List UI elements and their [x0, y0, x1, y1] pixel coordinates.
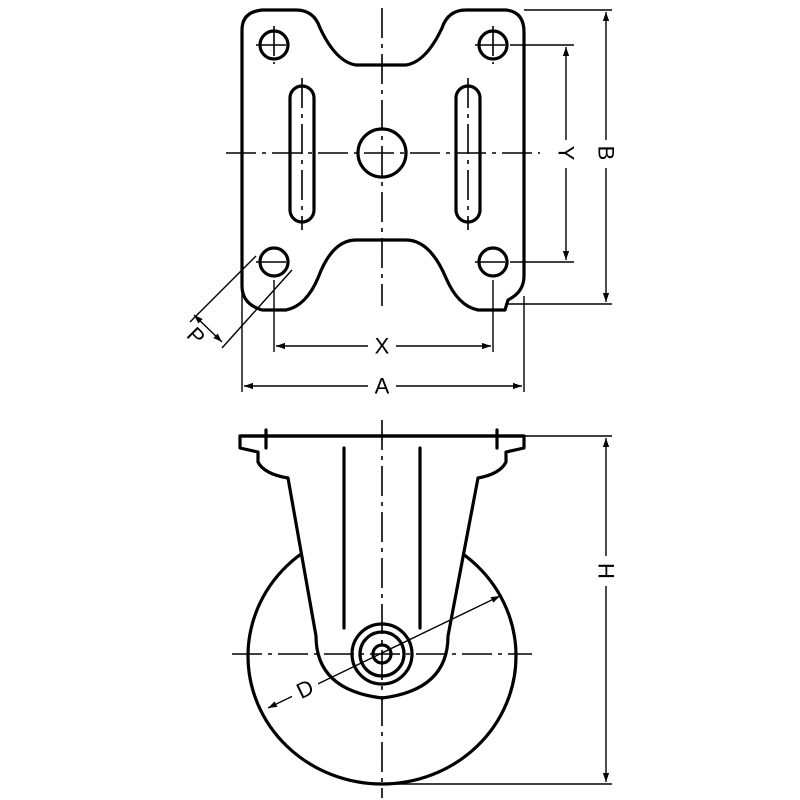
- dimension-label-H: H: [594, 563, 619, 579]
- dim-line-P: [193, 314, 223, 343]
- label-bg-B: [593, 140, 619, 168]
- label-bg-X: [368, 332, 396, 360]
- label-bg-Y: [553, 140, 579, 168]
- dimension-label-Y: Y: [554, 146, 579, 161]
- top-view: Y B X A P: [182, 8, 619, 400]
- label-bg-D: [292, 676, 318, 702]
- label-bg-A: [368, 372, 396, 400]
- dimension-label-B: B: [594, 146, 619, 161]
- dimension-label-A: A: [375, 374, 390, 399]
- dimension-label-X: X: [375, 334, 390, 359]
- ext-line-P-1: [189, 255, 257, 323]
- label-bg-H: [593, 556, 619, 586]
- ext-line-P-2: [221, 269, 293, 349]
- side-view: H D: [232, 420, 619, 798]
